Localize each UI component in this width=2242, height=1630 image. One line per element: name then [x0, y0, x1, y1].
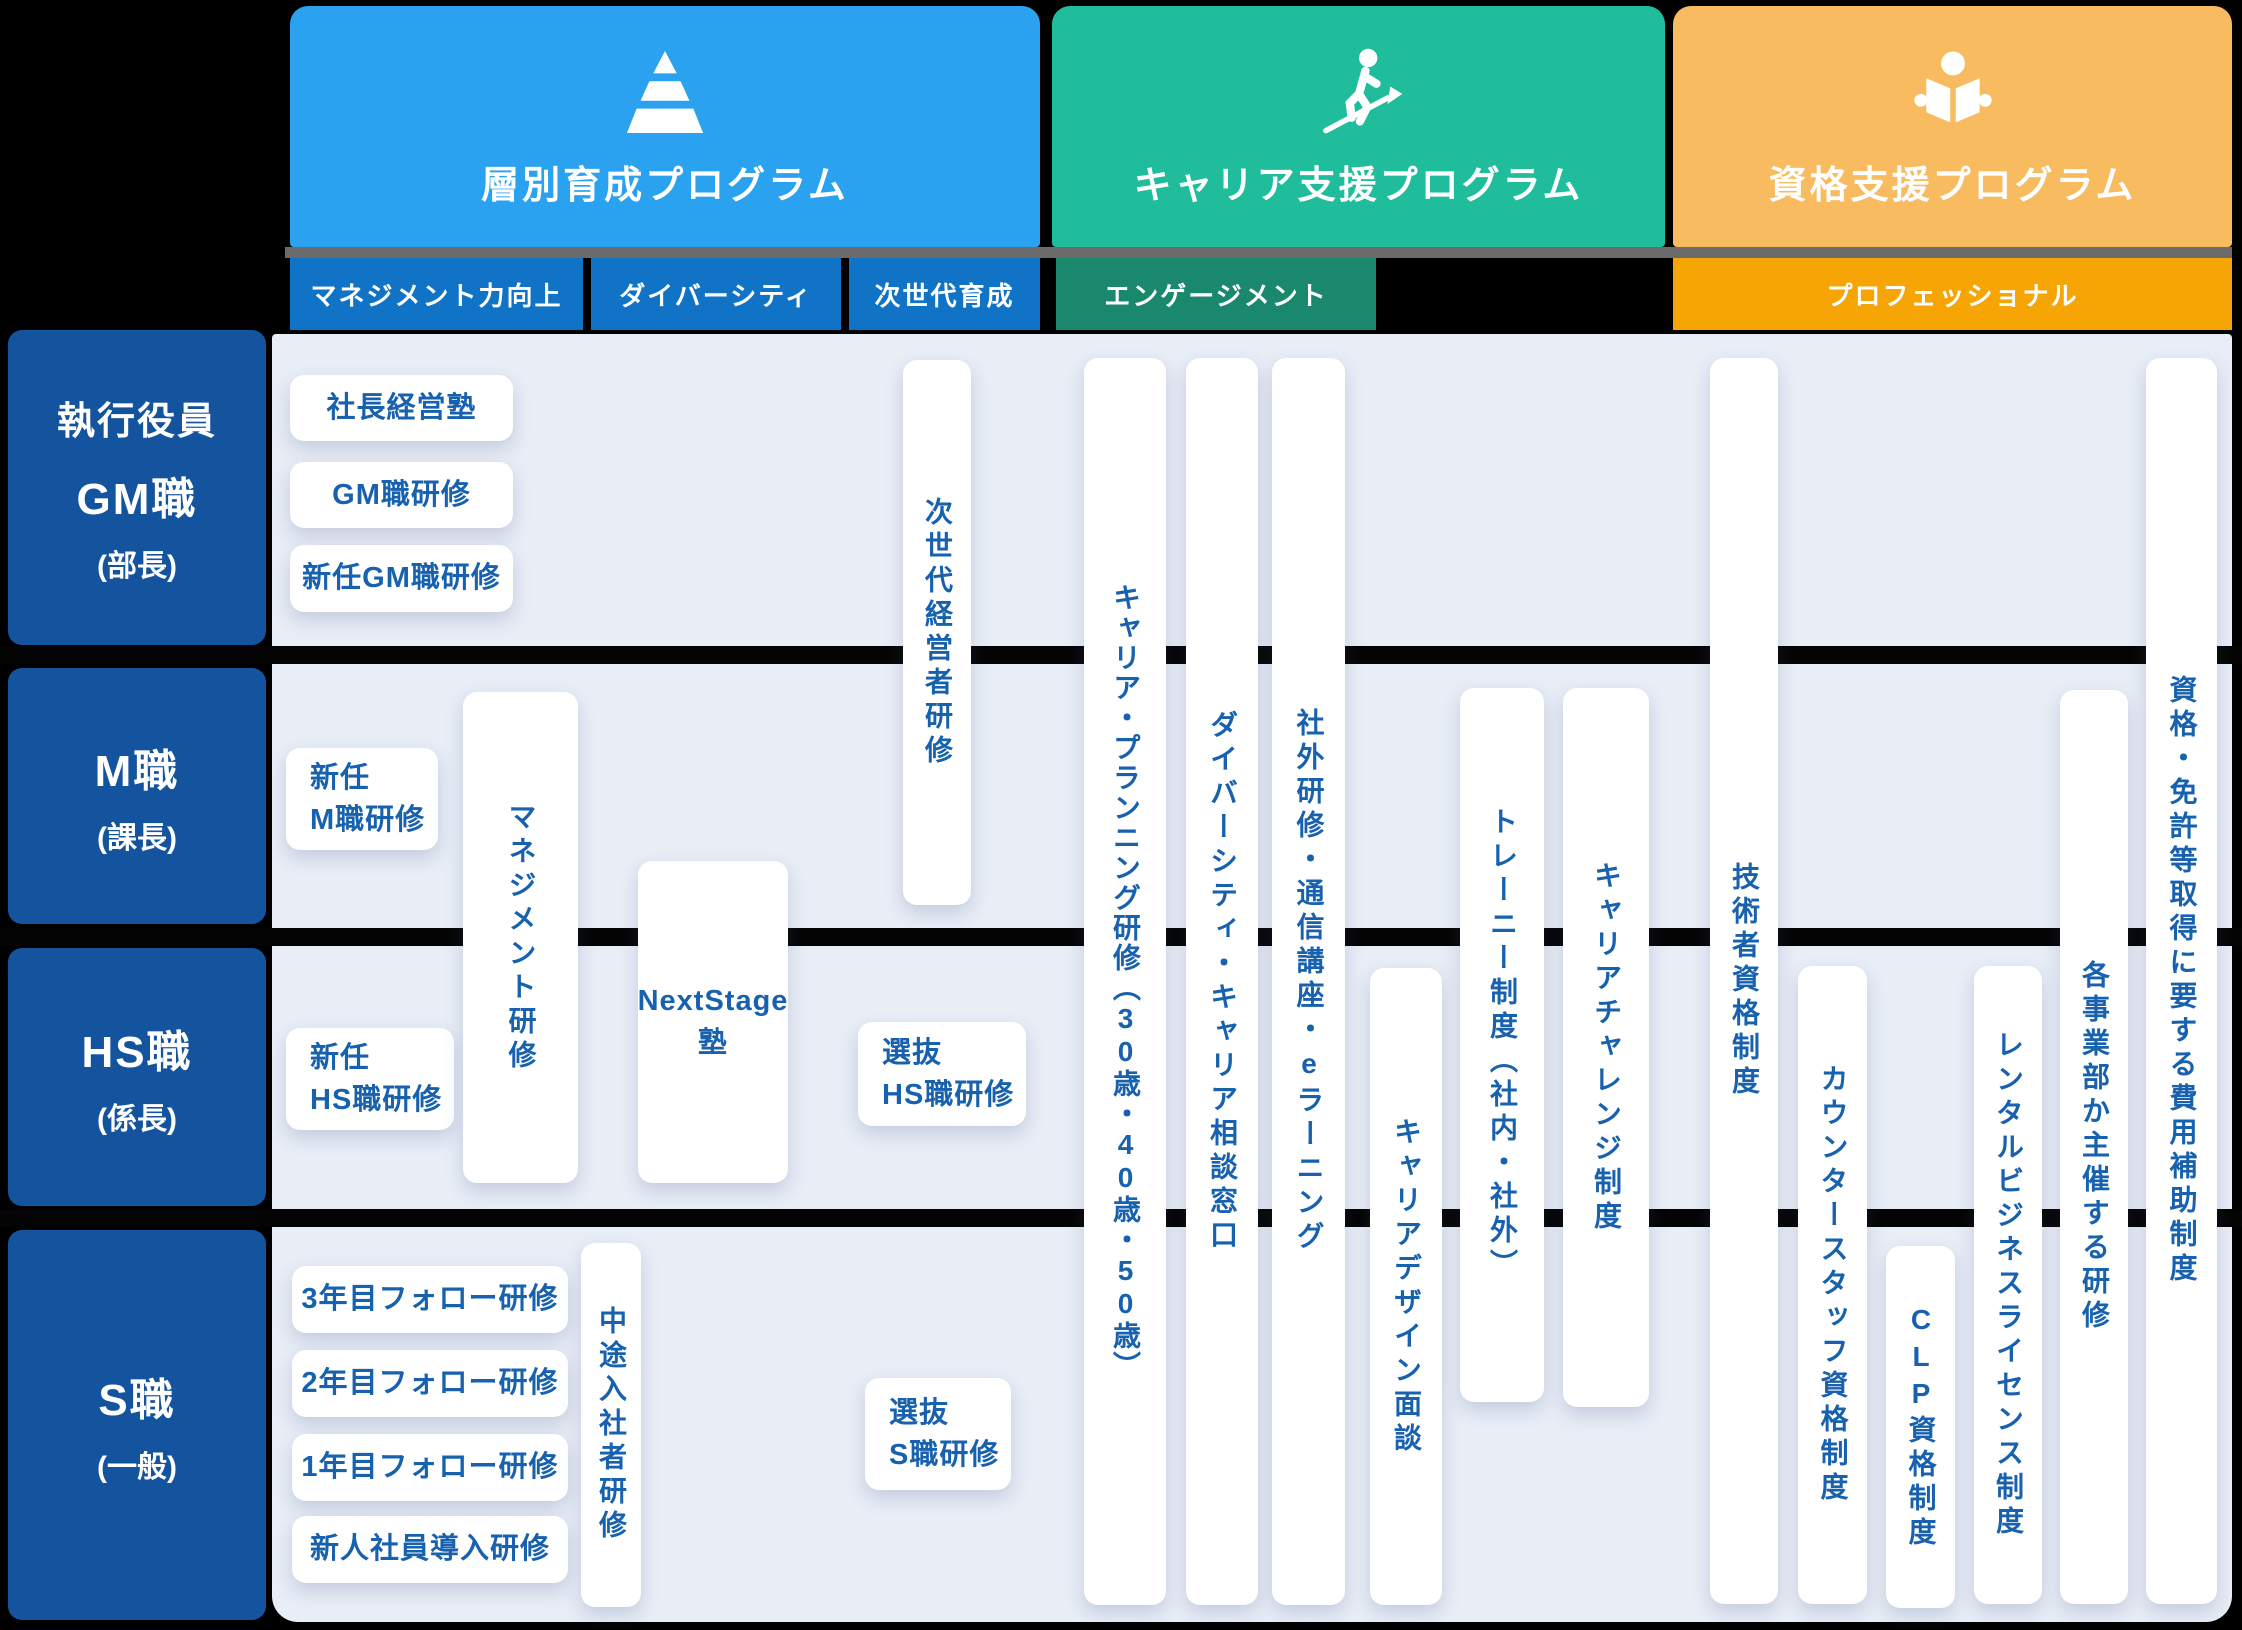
level-s: S職 (一般) [8, 1230, 266, 1620]
program-box-gm-kenshu: GM職研修 [290, 462, 513, 528]
level-hs: HS職 (係長) [8, 948, 266, 1206]
program-box-management-kenshu: マネジメント研修 [463, 692, 578, 1183]
category-engagement: エンゲージメント [1056, 258, 1376, 330]
program-box-nextstage-juku: NextStage 塾 [638, 861, 788, 1183]
program-box-label: 中途入社者研修 [596, 1306, 627, 1544]
program-box-chuto-nyusha: 中途入社者研修 [581, 1243, 641, 1607]
category-label: マネジメント力向上 [310, 280, 563, 311]
program-box-follow2: 2年目フォロー研修 [292, 1350, 568, 1417]
category-label: プロフェッショナル [1826, 280, 2079, 311]
program-box-shinnin-m-kenshu: 新任 M職研修 [286, 748, 438, 850]
program-box-clp-shikaku: CLP資格制度 [1886, 1246, 1955, 1608]
header-career-program: キャリア支援プログラム [1052, 6, 1665, 247]
program-box-label: キャリアデザイン面談 [1391, 1116, 1422, 1457]
category-label: 次世代育成 [874, 280, 1015, 311]
program-box-label: キャリアチャレンジ制度 [1591, 860, 1622, 1235]
program-box-career-design: キャリアデザイン面談 [1370, 968, 1442, 1605]
program-box-shagai-kenshu: 社外研修・通信講座・eラーニング [1272, 358, 1345, 1605]
program-box-trainee-seido: トレーニー制度（社内・社外） [1460, 688, 1544, 1402]
reading-person-icon [1907, 44, 1999, 140]
program-box-diversity-soudan: ダイバーシティ・キャリア相談窓口 [1186, 358, 1258, 1605]
level-subname: (係長) [97, 1103, 177, 1136]
level-m: M職 (課長) [8, 668, 266, 924]
program-box-gijutsusha-shikaku: 技術者資格制度 [1710, 358, 1778, 1604]
program-box-counter-staff: カウンタースタッフ資格制度 [1798, 966, 1867, 1604]
category-professional: プロフェッショナル [1673, 258, 2232, 330]
level-subname: (課長) [97, 822, 177, 855]
level-executive-gm: 執行役員 GM職 (部長) [8, 330, 266, 645]
program-box-senbatsu-hs-kenshu: 選抜 HS職研修 [858, 1022, 1026, 1126]
level-name: GM職 [76, 475, 198, 524]
program-title: 層別育成プログラム [481, 165, 849, 207]
category-diversity: ダイバーシティ [591, 258, 841, 330]
program-box-label: 社外研修・通信講座・eラーニング [1293, 708, 1325, 1255]
program-box-rental-license: レンタルビジネスライセンス制度 [1974, 966, 2042, 1604]
program-box-follow3: 3年目フォロー研修 [292, 1266, 568, 1333]
program-box-label: 次世代経営者研修 [922, 496, 953, 769]
program-box-hiyo-hojo: 資格・免許等取得に要する費用補助制度 [2146, 358, 2217, 1604]
category-management: マネジメント力向上 [290, 258, 583, 330]
pyramid-icon [616, 44, 714, 140]
level-subname: (一般) [97, 1451, 177, 1484]
program-box-label: レンタルビジネスライセンス制度 [1993, 1030, 2024, 1540]
header-seam [285, 247, 2232, 258]
category-next-generation: 次世代育成 [849, 258, 1040, 330]
header-certification-program: 資格支援プログラム [1673, 6, 2232, 247]
program-box-label: トレーニー制度（社内・社外） [1487, 807, 1518, 1283]
program-title: 資格支援プログラム [1768, 165, 2137, 207]
program-box-label: 資格・免許等取得に要する費用補助制度 [2166, 675, 2198, 1287]
level-toprow: 執行役員 [56, 401, 217, 443]
category-label: ダイバーシティ [619, 280, 813, 311]
program-box-jisedai-keieisha: 次世代経営者研修 [903, 360, 971, 905]
program-box-label: ダイバーシティ・キャリア相談窓口 [1207, 709, 1238, 1254]
program-box-label: キャリア・プランニング研修（30歳・40歳・50歳） [1110, 582, 1141, 1381]
program-box-label: CLP資格制度 [1905, 1303, 1937, 1551]
program-box-shinnin-hs-kenshu: 新任 HS職研修 [286, 1028, 454, 1130]
level-subname: (部長) [97, 550, 177, 583]
program-box-label: マネジメント研修 [505, 801, 537, 1074]
program-box-label: カウンタースタッフ資格制度 [1817, 1064, 1849, 1506]
program-box-follow1: 1年目フォロー研修 [292, 1434, 568, 1501]
category-label: エンゲージメント [1104, 280, 1328, 311]
career-steps-icon [1313, 44, 1405, 140]
program-title: キャリア支援プログラム [1133, 165, 1584, 207]
level-name: HS職 [81, 1028, 193, 1077]
program-box-label: 各事業部か主催する研修 [2079, 960, 2110, 1334]
header-tiered-program: 層別育成プログラム [290, 6, 1040, 247]
level-name: M職 [94, 747, 180, 796]
program-box-shacho-keiei-juku: 社長経営塾 [290, 375, 513, 441]
program-box-shinnin-gm-kenshu: 新任GM職研修 [290, 545, 513, 612]
level-name: S職 [98, 1376, 176, 1425]
program-box-shinjin-donyu: 新人社員導入研修 [292, 1516, 568, 1583]
program-box-label: 技術者資格制度 [1729, 862, 1760, 1100]
program-box-jigyobu-kenshu: 各事業部か主催する研修 [2060, 690, 2128, 1604]
program-box-career-planning: キャリア・プランニング研修（30歳・40歳・50歳） [1084, 358, 1166, 1605]
program-box-career-challenge: キャリアチャレンジ制度 [1563, 688, 1649, 1407]
program-box-senbatsu-s-kenshu: 選抜 S職研修 [865, 1378, 1011, 1490]
